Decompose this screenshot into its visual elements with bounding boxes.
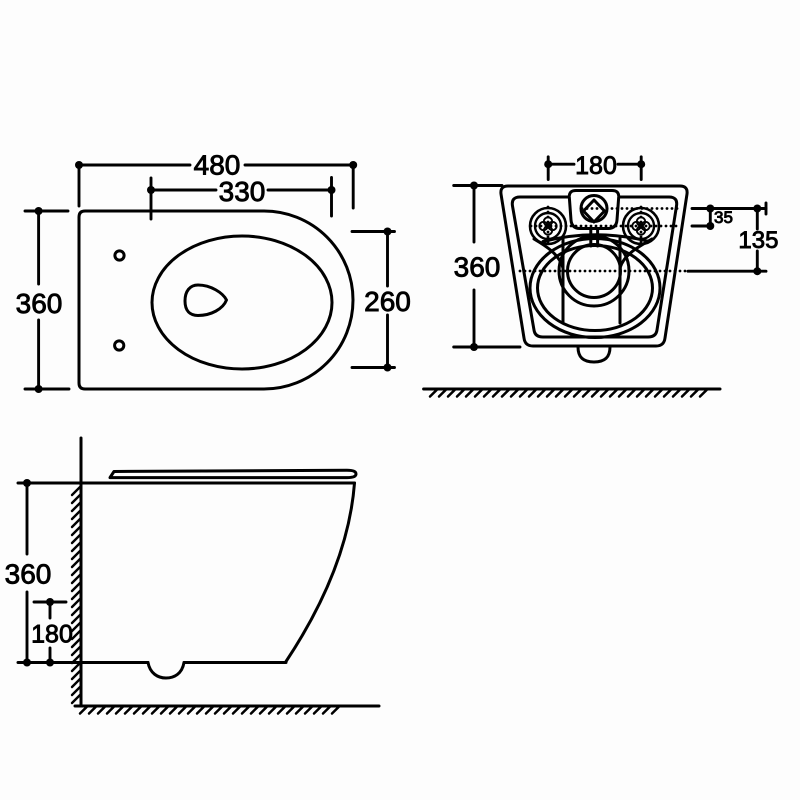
svg-text:180: 180	[31, 621, 73, 649]
svg-text:360: 360	[454, 252, 501, 283]
svg-text:330: 330	[219, 176, 266, 207]
svg-text:360: 360	[16, 288, 63, 319]
svg-text:180: 180	[575, 152, 617, 180]
svg-text:135: 135	[738, 227, 778, 254]
svg-text:360: 360	[5, 559, 52, 590]
svg-text:480: 480	[194, 150, 241, 181]
svg-text:35: 35	[714, 208, 733, 227]
svg-text:260: 260	[364, 286, 411, 317]
